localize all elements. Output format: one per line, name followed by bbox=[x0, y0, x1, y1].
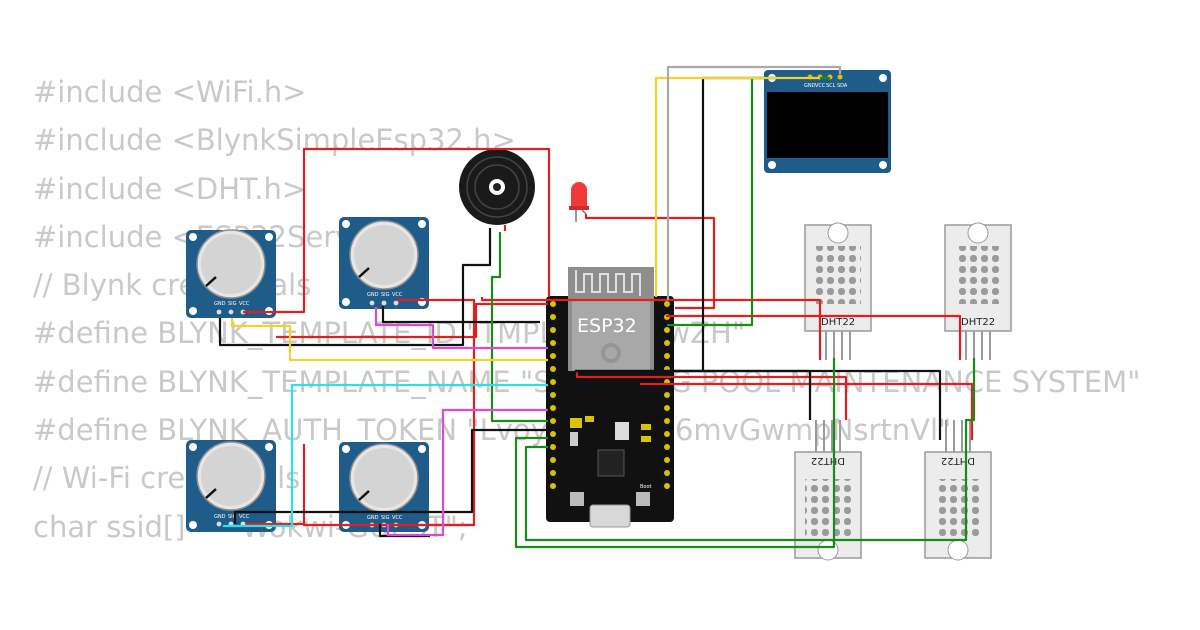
code-line: #include <BlynkSimpleEsp32.h> bbox=[33, 123, 516, 158]
potentiometer-1[interactable]: GND SIG VCC bbox=[186, 229, 276, 318]
dht22-label: DHT22 bbox=[961, 317, 995, 328]
dht22-sensor-4[interactable]: DHT22 bbox=[924, 420, 992, 561]
oled-pin-label: GND bbox=[804, 83, 816, 89]
wires bbox=[218, 65, 976, 549]
red-led[interactable] bbox=[569, 182, 589, 222]
esp32-board[interactable]: ESP32 bbox=[546, 267, 674, 528]
wire-green bbox=[524, 358, 976, 542]
potentiometer-2[interactable]: GND SIG VCC bbox=[339, 217, 429, 309]
boot-label: Boot bbox=[640, 484, 652, 490]
dht22-label: DHT22 bbox=[821, 317, 855, 328]
oled-pin-label: VCC bbox=[815, 83, 826, 89]
wire-cyan bbox=[223, 383, 548, 528]
wire-red bbox=[276, 302, 548, 339]
dht22-label: DHT22 bbox=[811, 455, 845, 466]
wire-red bbox=[243, 147, 551, 314]
oled-pin-label: SDA bbox=[837, 83, 848, 89]
pot-pin-label: VCC bbox=[239, 301, 250, 307]
oled-display[interactable]: GND VCC SCL SDA bbox=[764, 70, 891, 173]
dht22-sensor-1[interactable]: DHT22 bbox=[804, 222, 872, 360]
potentiometer-3[interactable]: GND SIG VCC bbox=[186, 440, 276, 532]
pot-pin-label: VCC bbox=[392, 292, 403, 298]
wire-red bbox=[666, 314, 962, 360]
wire-gray bbox=[666, 65, 842, 300]
dht22-label: DHT22 bbox=[941, 455, 975, 466]
wire-black bbox=[233, 428, 548, 524]
pot-pin-label: SIG bbox=[381, 515, 390, 521]
pot-pin-label: VCC bbox=[392, 515, 403, 521]
potentiometer-4[interactable]: GND SIG VCC bbox=[339, 442, 429, 532]
code-line: #include <WiFi.h> bbox=[33, 75, 307, 109]
pot-pin-label: SIG bbox=[228, 514, 237, 520]
wire-red bbox=[640, 382, 974, 440]
pot-pin-label: GND bbox=[214, 514, 226, 520]
pot-pin-label: SIG bbox=[381, 292, 390, 298]
wire-red bbox=[480, 297, 822, 360]
wire-black bbox=[666, 369, 942, 440]
esp32-left-pins bbox=[550, 301, 556, 489]
pot-pin-label: GND bbox=[367, 292, 379, 298]
wire-magenta bbox=[374, 307, 548, 350]
dht22-sensor-3[interactable]: DHT22 bbox=[794, 420, 862, 561]
buzzer[interactable] bbox=[459, 149, 535, 225]
wire-magenta bbox=[386, 408, 548, 537]
wire-red bbox=[584, 214, 716, 310]
wire-green bbox=[514, 358, 836, 549]
pot-pin-label: VCC bbox=[239, 514, 250, 520]
pot-pin-label: GND bbox=[214, 301, 226, 307]
wire-black bbox=[218, 228, 492, 347]
esp32-label: ESP32 bbox=[577, 315, 637, 337]
wire-yellow bbox=[230, 318, 548, 362]
wire-green bbox=[490, 232, 548, 423]
oled-pin-label: SCL bbox=[826, 83, 836, 89]
wire-black bbox=[381, 306, 540, 324]
wire-red bbox=[575, 370, 848, 420]
code-line: #include <DHT.h> bbox=[33, 171, 307, 206]
dht22-sensor-2[interactable]: DHT22 bbox=[944, 222, 1012, 360]
pot-pin-label: SIG bbox=[228, 301, 237, 307]
esp32-right-pins bbox=[664, 301, 670, 489]
pot-pin-label: GND bbox=[367, 515, 379, 521]
wire-yellow bbox=[654, 76, 820, 297]
